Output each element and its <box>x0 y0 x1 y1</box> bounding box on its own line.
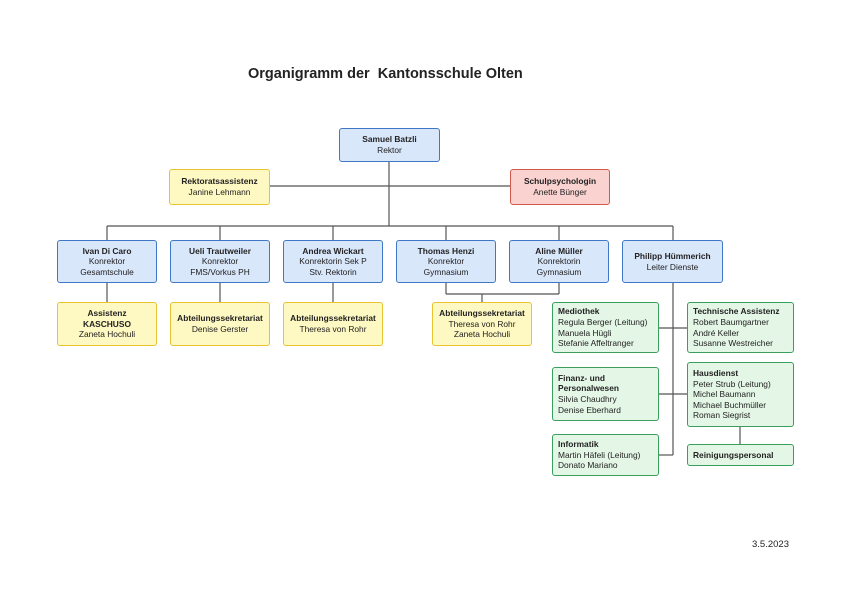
rektoratsassistenz-box: Rektoratsassistenz Janine Lehmann <box>169 169 270 205</box>
konrektor-box-trautweiler: Ueli Trautweiler Konrektor FMS/Vorkus PH <box>170 240 270 283</box>
technische-assistenz-box: Technische Assistenz Robert Baumgartner … <box>687 302 794 353</box>
finanz-title2: Personalwesen <box>558 383 619 394</box>
leiter-dienste-box: Philipp Hümmerich Leiter Dienste <box>622 240 723 283</box>
mediothek-member: Manuela Hügli <box>558 327 612 338</box>
sekretariat-name: Denise Gerster <box>191 324 249 334</box>
technik-member: Robert Baumgartner <box>693 316 769 327</box>
hausdienst-member: Michel Baumann <box>693 389 756 400</box>
konrektor-line2: Gymnasium <box>536 266 582 277</box>
date-label: 3.5.2023 <box>752 539 789 550</box>
hausdienst-box: Hausdienst Peter Strub (Leitung) Michel … <box>687 362 794 427</box>
konrektor-box-mueller: Aline Müller Konrektorin Gymnasium <box>509 240 609 283</box>
mediothek-box: Mediothek Regula Berger (Leitung) Manuel… <box>552 302 659 353</box>
konrektor-line1: Konrektor <box>88 256 126 267</box>
reinigungspersonal-box: Reinigungspersonal <box>687 444 794 466</box>
konrektor-box-henzi: Thomas Henzi Konrektor Gymnasium <box>396 240 496 283</box>
konrektor-line2: Gymnasium <box>423 266 469 277</box>
leiter-dienste-name: Philipp Hümmerich <box>634 250 711 261</box>
finanz-title1: Finanz- und <box>558 372 605 383</box>
informatik-member: Donato Mariano <box>558 460 618 471</box>
sekretariat-name: Zaneta Hochuli <box>453 329 511 340</box>
konrektor-line2: Gesamtschule <box>80 266 134 277</box>
konrektor-line2: Stv. Rektorin <box>309 266 357 277</box>
leiter-dienste-role: Leiter Dienste <box>646 261 699 272</box>
rektor-name: Samuel Batzli <box>362 134 417 145</box>
hausdienst-member: Peter Strub (Leitung) <box>693 378 771 389</box>
assistenz-name: Zaneta Hochuli <box>78 329 136 340</box>
hausdienst-member: Roman Siegrist <box>693 410 751 421</box>
sekretariat-box-gymnasium: Abteilungssekretariat Theresa von Rohr Z… <box>432 302 532 346</box>
assistenz-kaschuso-box: Assistenz KASCHUSO Zaneta Hochuli <box>57 302 157 346</box>
reinigung-title: Reinigungspersonal <box>693 449 774 460</box>
konrektor-line1: Konrektorin Sek P <box>299 256 367 267</box>
konrektor-box-wickart: Andrea Wickart Konrektorin Sek P Stv. Re… <box>283 240 383 283</box>
schulpsychologin-title: Schulpsychologin <box>523 176 597 187</box>
rektoratsassistenz-title: Rektoratsassistenz <box>181 176 258 187</box>
hausdienst-member: Michael Buchmüller <box>693 399 767 410</box>
rektoratsassistenz-name: Janine Lehmann <box>188 187 251 197</box>
hausdienst-title: Hausdienst <box>693 368 739 379</box>
sekretariat-title: Abteilungssekretariat <box>290 313 376 324</box>
assistenz-title2: KASCHUSO <box>83 318 131 329</box>
rektor-role: Rektor <box>377 145 402 155</box>
informatik-box: Informatik Martin Häfeli (Leitung) Donat… <box>552 434 659 476</box>
assistenz-title1: Assistenz <box>87 308 127 319</box>
konrektor-name: Andrea Wickart <box>302 245 364 256</box>
schulpsychologin-box: Schulpsychologin Anette Bünger <box>510 169 610 205</box>
konrektor-name: Aline Müller <box>535 245 583 256</box>
sekretariat-title: Abteilungssekretariat <box>177 313 263 324</box>
informatik-title: Informatik <box>558 439 599 450</box>
page-title: Organigramm der Kantonsschule Olten <box>248 66 523 82</box>
technik-member: Susanne Westreicher <box>693 338 773 349</box>
informatik-member: Martin Häfeli (Leitung) <box>558 449 641 460</box>
rektor-box: Samuel Batzli Rektor <box>339 128 440 162</box>
konrektor-line1: Konrektor <box>201 256 239 267</box>
technik-title: Technische Assistenz <box>693 306 780 317</box>
finanz-member: Denise Eberhard <box>558 404 621 415</box>
mediothek-member: Stefanie Affeltranger <box>558 338 634 349</box>
konrektor-line1: Konrektor <box>427 256 465 267</box>
mediothek-title: Mediothek <box>558 306 600 317</box>
sekretariat-box-vonrohr: Abteilungssekretariat Theresa von Rohr <box>283 302 383 346</box>
mediothek-member: Regula Berger (Leitung) <box>558 316 648 327</box>
konrektor-name: Ueli Trautweiler <box>189 245 251 256</box>
finanz-member: Silvia Chaudhry <box>558 394 617 404</box>
finanz-personalwesen-box: Finanz- und Personalwesen Silvia Chaudhr… <box>552 367 659 421</box>
sekretariat-name: Theresa von Rohr <box>299 324 367 334</box>
schulpsychologin-name: Anette Bünger <box>533 187 587 197</box>
sekretariat-name: Theresa von Rohr <box>448 318 516 329</box>
konrektor-line2: FMS/Vorkus PH <box>190 266 250 277</box>
sekretariat-box-gerster: Abteilungssekretariat Denise Gerster <box>170 302 270 346</box>
konrektor-box-dicaro: Ivan Di Caro Konrektor Gesamtschule <box>57 240 157 283</box>
konrektor-line1: Konrektorin <box>537 256 581 267</box>
konrektor-name: Thomas Henzi <box>417 245 475 256</box>
konrektor-name: Ivan Di Caro <box>82 245 132 256</box>
sekretariat-title: Abteilungssekretariat <box>439 308 525 319</box>
technik-member: André Keller <box>693 327 740 338</box>
